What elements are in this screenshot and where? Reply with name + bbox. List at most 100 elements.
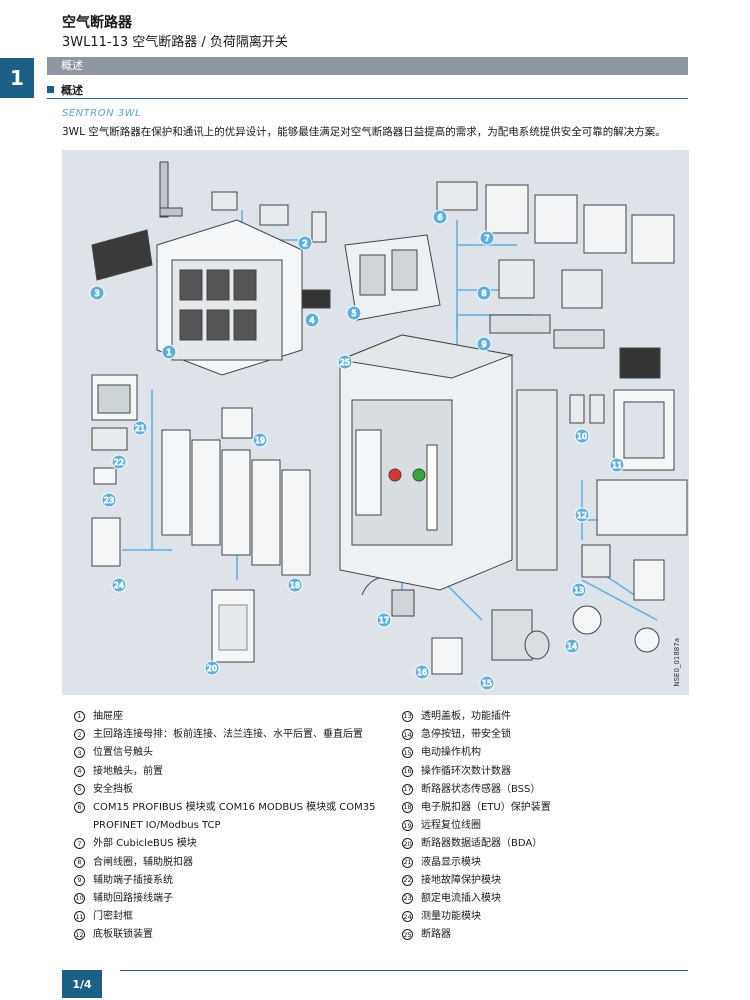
- page-subtitle: 3WL11-13 空气断路器 / 负荷隔离开关: [62, 35, 288, 50]
- remote-reset-coil: [221, 407, 253, 439]
- callout-number: 8: [481, 289, 486, 298]
- callout-number: 25: [340, 358, 350, 367]
- callout-number: 14: [567, 642, 577, 651]
- legend-number: 22: [402, 874, 413, 886]
- base-interlock: [596, 479, 688, 536]
- callout-number: 22: [114, 458, 124, 467]
- legend-number: 16: [402, 765, 413, 777]
- legend-item: 24 测量功能模块: [402, 908, 692, 926]
- legend-number: 11: [74, 911, 85, 923]
- legend-item: 23 额定电流插入模块: [402, 890, 692, 908]
- earthing-contact: [301, 289, 331, 309]
- legend-number: 12: [74, 929, 85, 941]
- position-signal-contacts: [91, 229, 153, 281]
- brand-label: SENTRON 3WL: [62, 108, 142, 119]
- legend-number: 23: [402, 893, 413, 905]
- callout-number: 24: [114, 581, 124, 590]
- legend-text: 接地故障保护模块: [421, 874, 501, 886]
- legend-text: 门密封框: [93, 911, 133, 923]
- legend-number: 20: [402, 838, 413, 850]
- callout-number: 17: [379, 616, 389, 625]
- rating-plug: [93, 467, 117, 485]
- legend-item: 20 断路器数据适配器（BDA）: [402, 835, 692, 853]
- function-plug: [633, 559, 665, 601]
- legend-number: 6: [74, 802, 85, 814]
- legend-text: 辅助回路接线端子: [93, 893, 173, 905]
- aux-connector-blocks: [569, 394, 605, 424]
- legend-item: 12 底板联锁装置: [74, 926, 394, 944]
- callout-number: 23: [104, 496, 114, 505]
- legend-number: 4: [74, 765, 85, 777]
- legend-number: 18: [402, 802, 413, 814]
- emergency-stop-button: [572, 605, 602, 635]
- legend-text: COM15 PROFIBUS 模块或 COM16 MODBUS 模块或 COM3…: [93, 802, 376, 814]
- legend-text: 底板联锁装置: [93, 929, 153, 941]
- legend-number: 25: [402, 929, 413, 941]
- legend-text: 断路器状态传感器（BSS）: [421, 783, 541, 795]
- busbar-connectors: [211, 191, 327, 243]
- subheading-text: 概述: [61, 84, 83, 97]
- legend-text: 操作循环次数计数器: [421, 765, 511, 777]
- legend-text: 断路器数据适配器（BDA）: [421, 838, 543, 850]
- door-sealing-frame: [613, 389, 675, 471]
- transparent-cover: [581, 544, 611, 578]
- main-circuit-breaker: [338, 334, 558, 591]
- legend-number: 2: [74, 729, 85, 741]
- callout-number: 4: [309, 316, 314, 325]
- callout-number: 2: [302, 239, 307, 248]
- callout-number: 1: [166, 348, 171, 357]
- chapter-tab: 1: [0, 58, 34, 98]
- legend-item: 22 接地故障保护模块: [402, 872, 692, 890]
- legend-number: 19: [402, 820, 413, 832]
- legend-item: 17 断路器状态传感器（BSS）: [402, 781, 692, 799]
- legend-text: 额定电流插入模块: [421, 893, 501, 905]
- operating-cycle-counter: [431, 637, 463, 675]
- safety-shutter: [344, 234, 441, 321]
- page-number: 1/4: [62, 970, 102, 998]
- callout-number: 5: [351, 309, 356, 318]
- subheading: 概述: [47, 82, 688, 99]
- callout-number: 3: [94, 289, 99, 298]
- earth-fault-module: [91, 427, 128, 451]
- legend-number: 17: [402, 783, 413, 795]
- legend-number: 7: [74, 838, 85, 850]
- electronic-trip-units: [161, 429, 311, 576]
- callout-number: 13: [574, 586, 584, 595]
- legend-text: 测量功能模块: [421, 911, 481, 923]
- callout-number: 21: [135, 424, 145, 433]
- callout-markers: 1234567891011121314151617181920212223242…: [89, 209, 625, 691]
- legend-text: 液晶显示模块: [421, 856, 481, 868]
- legend-item: 16 操作循环次数计数器: [402, 763, 692, 781]
- callout-number: 19: [255, 436, 265, 445]
- legend-text-continued: PROFINET IO/Modbus TCP: [93, 820, 221, 832]
- legend-item: 19 远程复位线圈: [402, 817, 692, 835]
- callout-number: 18: [290, 581, 300, 590]
- footer-rule: [120, 970, 688, 971]
- callout-number: 15: [482, 679, 492, 688]
- legend-text: 合闸线圈，辅助脱扣器: [93, 856, 193, 868]
- legend-number: 5: [74, 783, 85, 795]
- legend-item: 11 门密封框: [74, 908, 394, 926]
- legend-text: 外部 CubicleBUS 模块: [93, 838, 197, 850]
- figure-drawing: 1234567891011121314151617181920212223242…: [89, 161, 688, 691]
- subheading-marker: [47, 86, 54, 93]
- busbar-bracket: [159, 161, 183, 218]
- legend-number: 8: [74, 856, 85, 868]
- legend-text: 急停按钮，带安全锁: [421, 729, 511, 741]
- legend-text: 抽屉座: [93, 711, 123, 722]
- description-text: 3WL 空气断路器在保护和通讯上的优异设计，能够最佳满足对空气断路器日益提高的需…: [62, 126, 666, 138]
- legend-item: 6 COM15 PROFIBUS 模块或 COM16 MODBUS 模块或 COM…: [74, 799, 394, 835]
- legend-text: 远程复位线圈: [421, 820, 481, 832]
- callout-number: 20: [207, 664, 217, 673]
- legend-number: 15: [402, 747, 413, 759]
- cubiclebus-modules: [485, 184, 675, 264]
- legend-number: 24: [402, 911, 413, 923]
- com-module: [436, 181, 478, 211]
